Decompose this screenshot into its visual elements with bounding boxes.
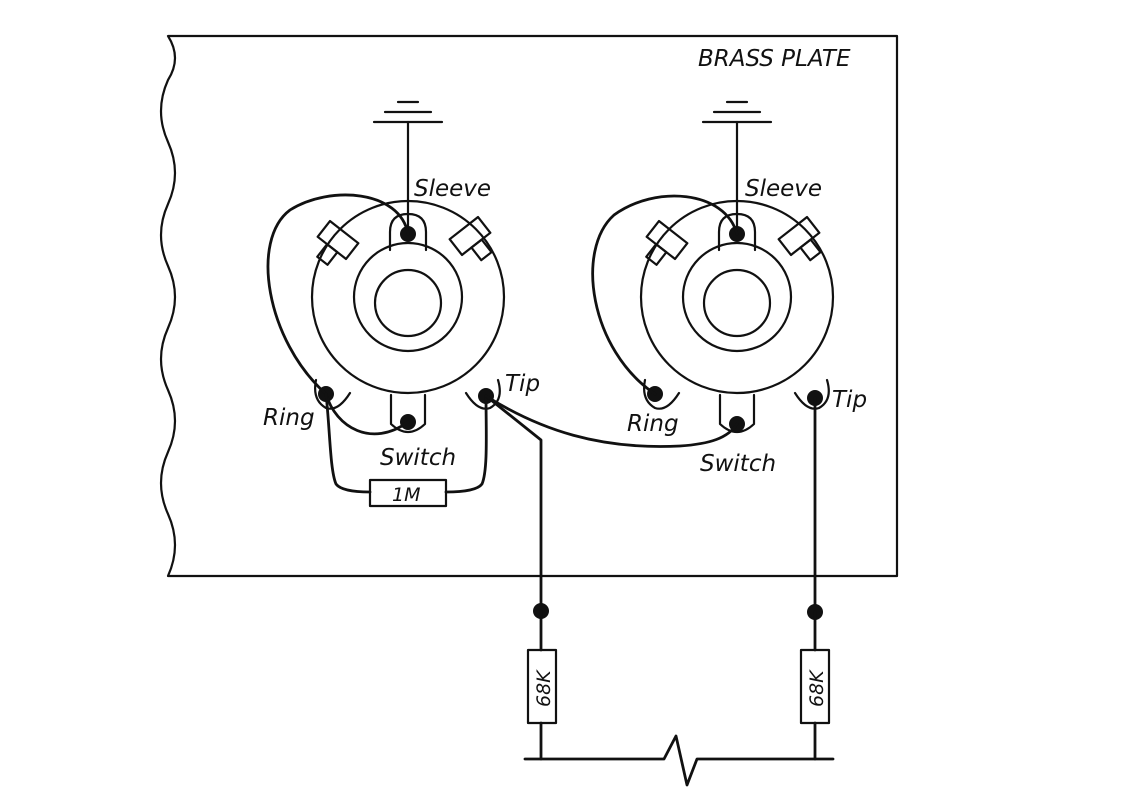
- wire-tip-to-resistor-1m: [444, 394, 488, 494]
- spring-contact-right: [777, 215, 822, 262]
- ground-symbol-right: [701, 100, 773, 234]
- wire-sleeve-to-ring-left: [266, 193, 410, 396]
- jack-bushing: [373, 268, 443, 338]
- jack-bushing: [702, 268, 772, 338]
- jack-washer: [352, 241, 464, 353]
- jack-left: Sleeve Ring Tip Switch: [263, 100, 540, 471]
- tip-lug: [793, 378, 830, 410]
- wire-ring-to-resistor-1m: [324, 392, 372, 494]
- ring-label: Ring: [263, 405, 315, 431]
- resistor-1m: [368, 478, 448, 508]
- wire-tip-left-to-switch-right: [484, 394, 739, 448]
- ring-label: Ring: [627, 411, 679, 437]
- sleeve-lug: [717, 212, 757, 252]
- ring-lug: [643, 378, 681, 410]
- brass-plate-outline: [159, 34, 899, 578]
- jack-washer: [681, 241, 793, 353]
- jack-body-outer: [310, 199, 506, 395]
- jack-right: Sleeve Ring Tip Switch: [627, 100, 867, 477]
- tip-lug: [464, 378, 501, 410]
- spring-contact-right: [448, 215, 493, 262]
- spring-contact-left: [316, 219, 360, 266]
- wire-tip-left-to-output: [484, 394, 543, 612]
- switch-label: Switch: [700, 451, 776, 477]
- resistor-68k-left-value: 68K: [533, 669, 555, 707]
- sleeve-label: Sleeve: [414, 176, 491, 202]
- resistor-68k-right-value: 68K: [806, 669, 828, 707]
- wire-ring-to-switch-left: [324, 392, 410, 436]
- tip-label: Tip: [505, 371, 540, 397]
- sleeve-lug: [388, 212, 428, 252]
- resistor-1m-value: 1M: [392, 484, 420, 506]
- spring-contact-left: [645, 219, 689, 266]
- tip-label: Tip: [832, 387, 867, 413]
- plate-label: BRASS PLATE: [698, 46, 851, 72]
- wire-sleeve-to-ring-right: [591, 194, 739, 396]
- switch-lug: [389, 393, 427, 434]
- sleeve-label: Sleeve: [745, 176, 822, 202]
- switch-label: Switch: [380, 445, 456, 471]
- ground-symbol-left: [372, 100, 444, 234]
- output-bus-break: [523, 734, 835, 787]
- jack-body-outer: [639, 199, 835, 395]
